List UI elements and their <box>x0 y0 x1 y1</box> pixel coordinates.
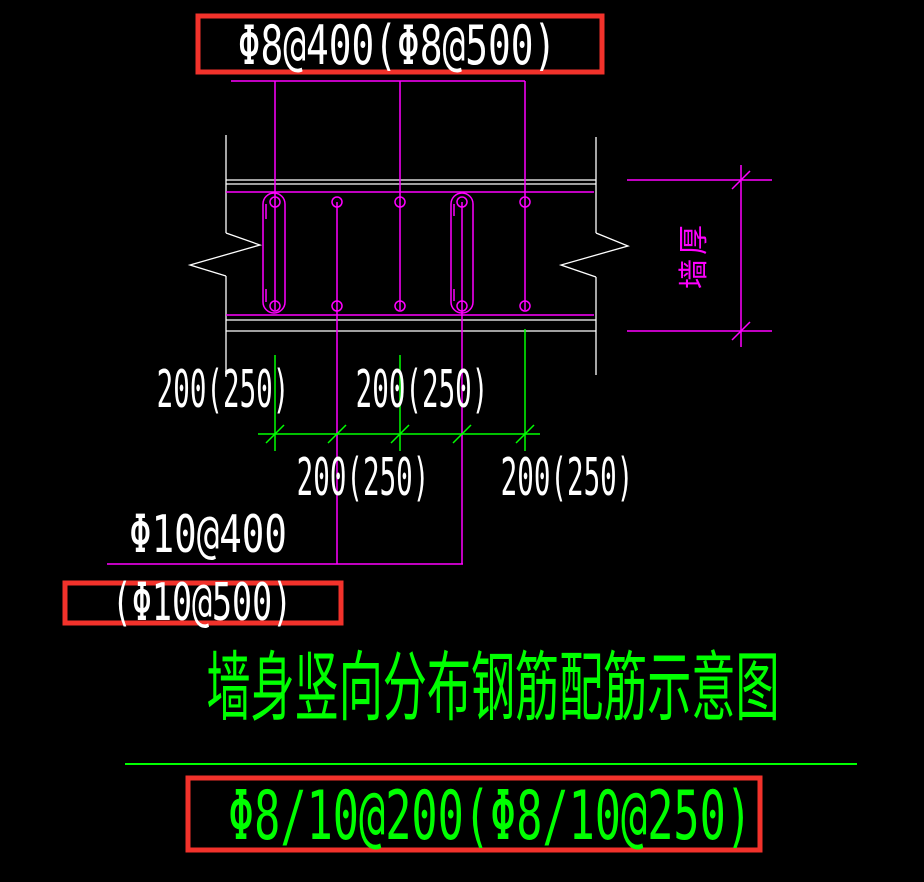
rebar-lines <box>107 80 594 565</box>
top-rebar-spacing-label: Φ8@400(Φ8@500) <box>237 14 557 77</box>
break-symbol-right <box>558 232 630 278</box>
highlight-box-top-label <box>195 13 605 75</box>
dim-text-upper-left: 200(250) <box>156 360 290 420</box>
highlight-box-mid-label <box>62 580 344 626</box>
wall-thickness-label: 墙厚 <box>677 221 712 289</box>
dim-text-lower-left: 200(250) <box>296 448 430 508</box>
highlight-box-footer-label <box>185 775 763 853</box>
vertical-rebar-label-line1: Φ10@400 <box>129 505 287 565</box>
dim-text-upper-right: 200(250) <box>355 360 489 420</box>
spacing-dimension <box>258 329 540 451</box>
vertical-rebar-label-line2: (Φ10@500) <box>111 573 293 633</box>
drawing-title: 墙身竖向分布钢筋配筋示意图 <box>206 643 780 732</box>
rebar-tie-right <box>450 192 474 314</box>
dim-text-lower-right: 200(250) <box>500 448 634 508</box>
wall-section-outline <box>187 135 630 377</box>
rebar-tie-left <box>262 192 286 314</box>
break-symbol-left <box>187 232 263 277</box>
wall-thickness-dimension <box>627 165 772 347</box>
footer-rebar-label: Φ8/10@200(Φ8/10@250) <box>227 777 753 856</box>
